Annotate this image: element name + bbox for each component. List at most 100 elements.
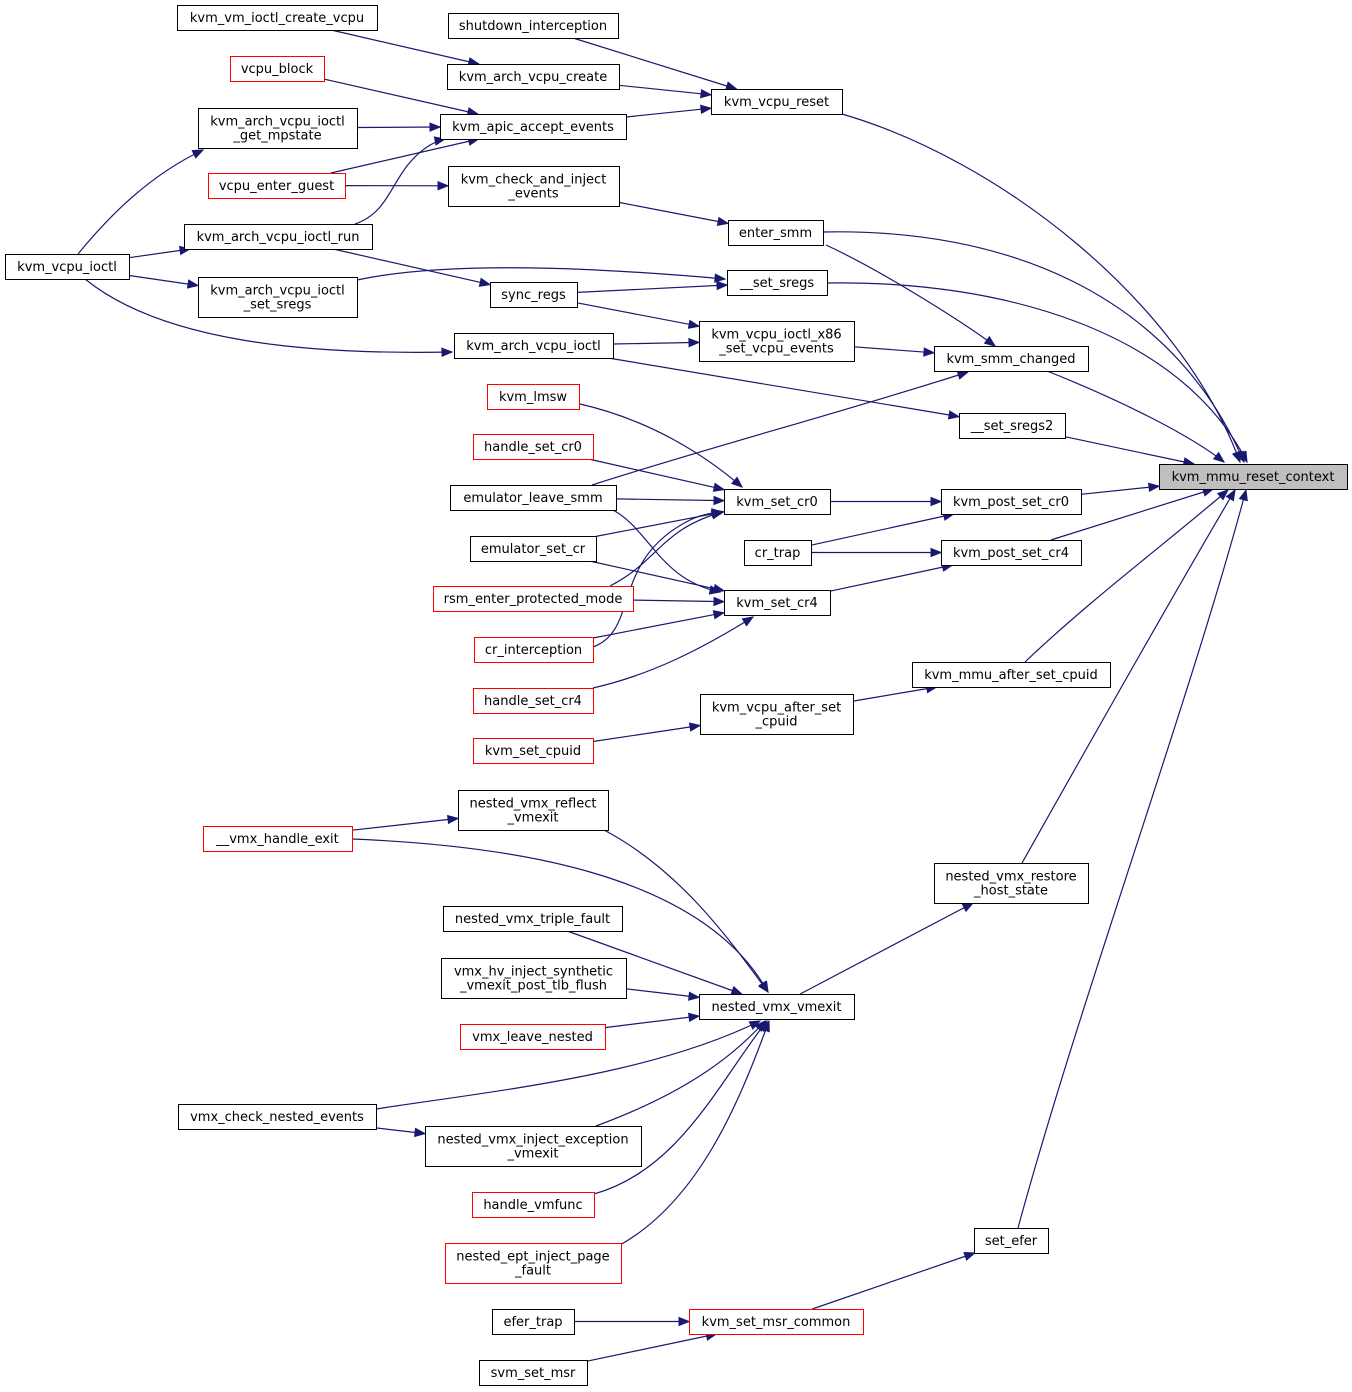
edge-line xyxy=(1024,489,1229,663)
function-node[interactable]: vmx_check_nested_events xyxy=(178,1104,377,1130)
function-node[interactable]: vmx_hv_inject_synthetic_vmexit_post_tlb_… xyxy=(441,958,627,999)
node-label: set_efer xyxy=(985,1234,1038,1249)
function-node[interactable]: vmx_leave_nested xyxy=(460,1024,606,1050)
node-box xyxy=(724,590,831,616)
edge-line xyxy=(332,248,491,286)
function-node[interactable]: kvm_vcpu_ioctl_x86_set_vcpu_events xyxy=(699,321,855,362)
edge-line xyxy=(609,511,723,587)
function-node[interactable]: rsm_enter_protected_mode xyxy=(433,586,634,612)
node-label: _cpuid xyxy=(754,715,797,730)
edge-line xyxy=(579,403,743,488)
function-node[interactable]: handle_set_cr0 xyxy=(473,434,594,460)
edge-line xyxy=(625,107,712,118)
node-label: handle_vmfunc xyxy=(483,1198,582,1213)
function-node[interactable]: shutdown_interception xyxy=(448,13,619,39)
node-label: vcpu_enter_guest xyxy=(219,179,334,194)
node-label: nested_vmx_inject_exception xyxy=(437,1133,628,1148)
function-node[interactable]: kvm_arch_vcpu_ioctl xyxy=(454,333,614,359)
function-node[interactable]: kvm_arch_vcpu_ioctl_get_mpstate xyxy=(198,108,358,149)
function-node[interactable]: nested_ept_inject_page_fault xyxy=(445,1243,622,1284)
node-box xyxy=(447,64,620,90)
edge-line xyxy=(576,302,700,327)
function-node[interactable]: kvm_post_set_cr4 xyxy=(941,540,1082,566)
function-node[interactable]: handle_set_cr4 xyxy=(473,688,594,714)
function-node[interactable]: emulator_leave_smm xyxy=(450,485,617,511)
node-box xyxy=(203,826,353,852)
edge-line xyxy=(603,829,769,993)
function-node[interactable]: cr_trap xyxy=(744,540,812,566)
arrowhead xyxy=(678,1316,691,1327)
node-box xyxy=(458,790,609,831)
function-node[interactable]: kvm_post_set_cr0 xyxy=(941,489,1082,515)
function-node[interactable]: kvm_set_msr_common xyxy=(689,1309,864,1335)
function-node[interactable]: kvm_arch_vcpu_create xyxy=(447,64,620,90)
edge-set_msr_common-to-set_efer xyxy=(812,1251,976,1310)
function-node[interactable]: vcpu_block xyxy=(230,56,325,82)
node-label: kvm_set_cpuid xyxy=(485,744,581,759)
edge-check_inject-to-enter_smm xyxy=(618,201,730,227)
node-label: _fault xyxy=(514,1264,551,1279)
node-label: kvm_smm_changed xyxy=(946,352,1075,367)
edge-emu_set_cr-to-kvm_set_cr0 xyxy=(595,509,726,537)
function-node[interactable]: __vmx_handle_exit xyxy=(203,826,353,852)
function-node[interactable]: nested_vmx_restore_host_state xyxy=(934,863,1089,904)
edge-line xyxy=(330,138,479,174)
function-node[interactable]: emulator_set_cr xyxy=(470,536,597,562)
arrowhead xyxy=(713,596,726,607)
function-node[interactable]: kvm_lmsw xyxy=(487,384,580,410)
function-node[interactable]: kvm_set_cr4 xyxy=(724,590,831,616)
function-node[interactable]: __set_sregs2 xyxy=(959,413,1066,439)
function-node[interactable]: kvm_apic_accept_events xyxy=(440,114,627,140)
function-node[interactable]: kvm_set_cpuid xyxy=(473,738,594,764)
arrowhead xyxy=(713,495,726,506)
edge-enter_smm-to-smm_changed xyxy=(825,244,997,347)
function-node[interactable]: efer_trap xyxy=(492,1309,575,1335)
function-node[interactable]: __set_sregs xyxy=(727,270,828,296)
root-node[interactable]: kvm_mmu_reset_context xyxy=(1159,464,1348,490)
arrowhead xyxy=(712,583,726,594)
node-box xyxy=(974,1228,1049,1254)
function-node[interactable]: nested_vmx_triple_fault xyxy=(443,906,623,932)
edge-line xyxy=(853,346,935,354)
edge-line xyxy=(566,930,743,995)
edge-line xyxy=(77,149,204,255)
function-node[interactable]: nested_vmx_vmexit xyxy=(699,994,855,1020)
arrowhead xyxy=(716,280,729,291)
function-node[interactable]: kvm_arch_vcpu_ioctl_set_sregs xyxy=(198,277,358,318)
function-node[interactable]: kvm_vcpu_ioctl xyxy=(5,254,130,280)
arrowhead xyxy=(947,410,961,420)
function-node[interactable]: nested_vmx_reflect_vmexit xyxy=(458,790,609,831)
function-node[interactable]: kvm_smm_changed xyxy=(934,346,1089,372)
edge-apic_accept-to-vcpu_reset xyxy=(625,104,713,118)
arrowhead xyxy=(1148,482,1161,492)
function-node[interactable]: sync_regs xyxy=(490,282,578,308)
edge-line xyxy=(593,1020,768,1195)
function-node[interactable]: cr_interception xyxy=(474,637,594,663)
edge-restore_host-to-root xyxy=(1021,488,1236,864)
function-node[interactable]: set_efer xyxy=(974,1228,1049,1254)
function-node[interactable]: kvm_vcpu_after_set_cpuid xyxy=(700,694,854,735)
edge-line xyxy=(604,1015,700,1029)
arrowhead xyxy=(758,980,769,994)
edge-line xyxy=(331,29,479,65)
arrowhead xyxy=(741,616,755,627)
function-node[interactable]: kvm_mmu_after_set_cpuid xyxy=(912,662,1111,688)
function-node[interactable]: vcpu_enter_guest xyxy=(208,173,346,199)
function-node[interactable]: kvm_vm_ioctl_create_vcpu xyxy=(177,5,378,31)
node-label: vmx_leave_nested xyxy=(472,1030,593,1045)
edge-svm_set_msr-to-set_msr_common xyxy=(586,1331,718,1362)
function-node[interactable]: kvm_arch_vcpu_ioctl_run xyxy=(184,224,373,250)
edge-sync_regs-to-set_sregs xyxy=(576,280,729,293)
function-node[interactable]: svm_set_msr xyxy=(479,1360,588,1386)
edge-line xyxy=(618,84,712,96)
function-node[interactable]: kvm_check_and_inject_events xyxy=(448,166,620,207)
function-node[interactable]: enter_smm xyxy=(728,220,824,246)
edge-set_efer-to-root xyxy=(1017,488,1248,1229)
edge-arch_vcpu_ioctl-to-set_sregs2 xyxy=(608,357,961,420)
function-node[interactable]: handle_vmfunc xyxy=(472,1192,595,1218)
function-node[interactable]: kvm_set_cr0 xyxy=(724,489,831,515)
function-node[interactable]: nested_vmx_inject_exception_vmexit xyxy=(425,1126,642,1167)
edge-kvm_set_cr4-to-post_set_cr4 xyxy=(829,562,954,592)
node-box xyxy=(727,270,828,296)
function-node[interactable]: kvm_vcpu_reset xyxy=(711,89,843,115)
